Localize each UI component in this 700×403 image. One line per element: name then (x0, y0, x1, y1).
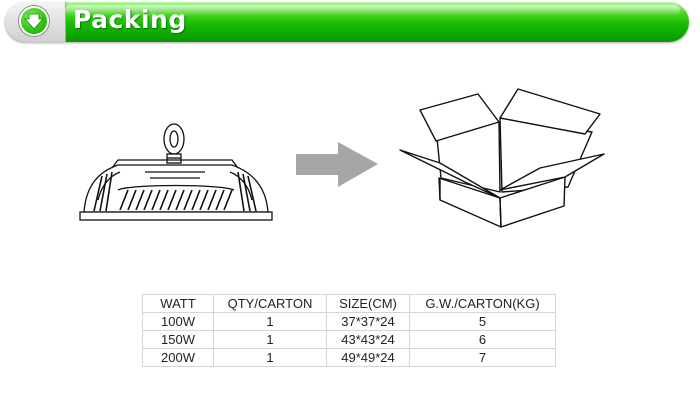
cell-weight: 6 (409, 330, 556, 349)
table-row: 100W 1 37*37*24 5 (142, 312, 556, 331)
right-arrow-icon (296, 142, 378, 187)
column-header-qty-carton: QTY/CARTON (213, 294, 327, 313)
table-row: 200W 1 49*49*24 7 (142, 348, 556, 367)
column-header-gross-weight: G.W./CARTON(KG) (409, 294, 556, 313)
column-header-watt: WATT (142, 294, 214, 313)
cell-size: 43*43*24 (326, 330, 410, 349)
packing-spec-table: WATT QTY/CARTON SIZE(CM) G.W./CARTON(KG)… (142, 294, 556, 367)
packing-illustration (79, 88, 605, 228)
high-bay-lamp-icon (79, 123, 273, 221)
down-arrow-icon (19, 6, 49, 36)
page-title: Packing (73, 5, 187, 34)
cell-qty: 1 (213, 312, 327, 331)
cell-weight: 5 (409, 312, 556, 331)
cell-watt: 100W (142, 312, 214, 331)
cell-size: 37*37*24 (326, 312, 410, 331)
column-header-size: SIZE(CM) (326, 294, 410, 313)
cell-watt: 150W (142, 330, 214, 349)
cell-watt: 200W (142, 348, 214, 367)
header-badge-container (5, 2, 66, 42)
table-row: 150W 1 43*43*24 6 (142, 330, 556, 349)
cell-qty: 1 (213, 348, 327, 367)
cell-qty: 1 (213, 330, 327, 349)
cell-weight: 7 (409, 348, 556, 367)
banner-gloss (65, 5, 680, 16)
section-header-banner: Packing (5, 2, 689, 42)
open-carton-box-icon (399, 88, 605, 228)
cell-size: 49*49*24 (326, 348, 410, 367)
table-header-row: WATT QTY/CARTON SIZE(CM) G.W./CARTON(KG) (142, 294, 556, 313)
